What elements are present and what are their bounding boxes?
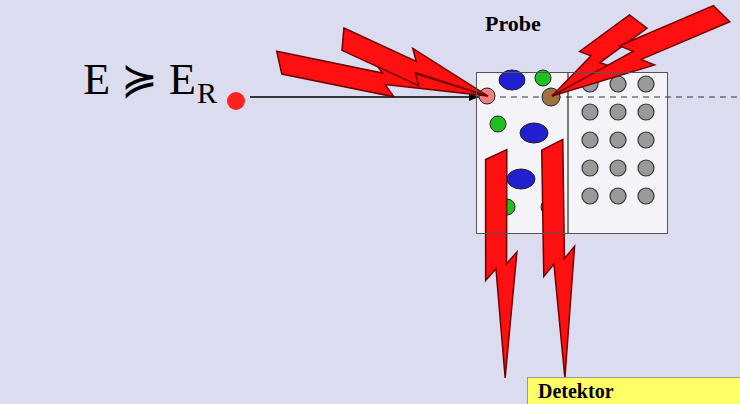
detector-box: Detektor	[527, 377, 740, 404]
beam-path	[478, 96, 740, 97]
projectile	[227, 92, 245, 110]
sample-heading: Probe	[485, 11, 541, 37]
radiation-bolts	[273, 0, 733, 379]
grain-boundary	[567, 72, 569, 234]
energy-label: E ≽ E	[83, 58, 196, 102]
energy-subscript: R	[197, 78, 217, 108]
sample-box: Probe	[476, 72, 668, 234]
detector-label: Detektor	[538, 380, 730, 402]
projectile-path	[250, 96, 478, 98]
atoms-lattice	[582, 76, 654, 204]
